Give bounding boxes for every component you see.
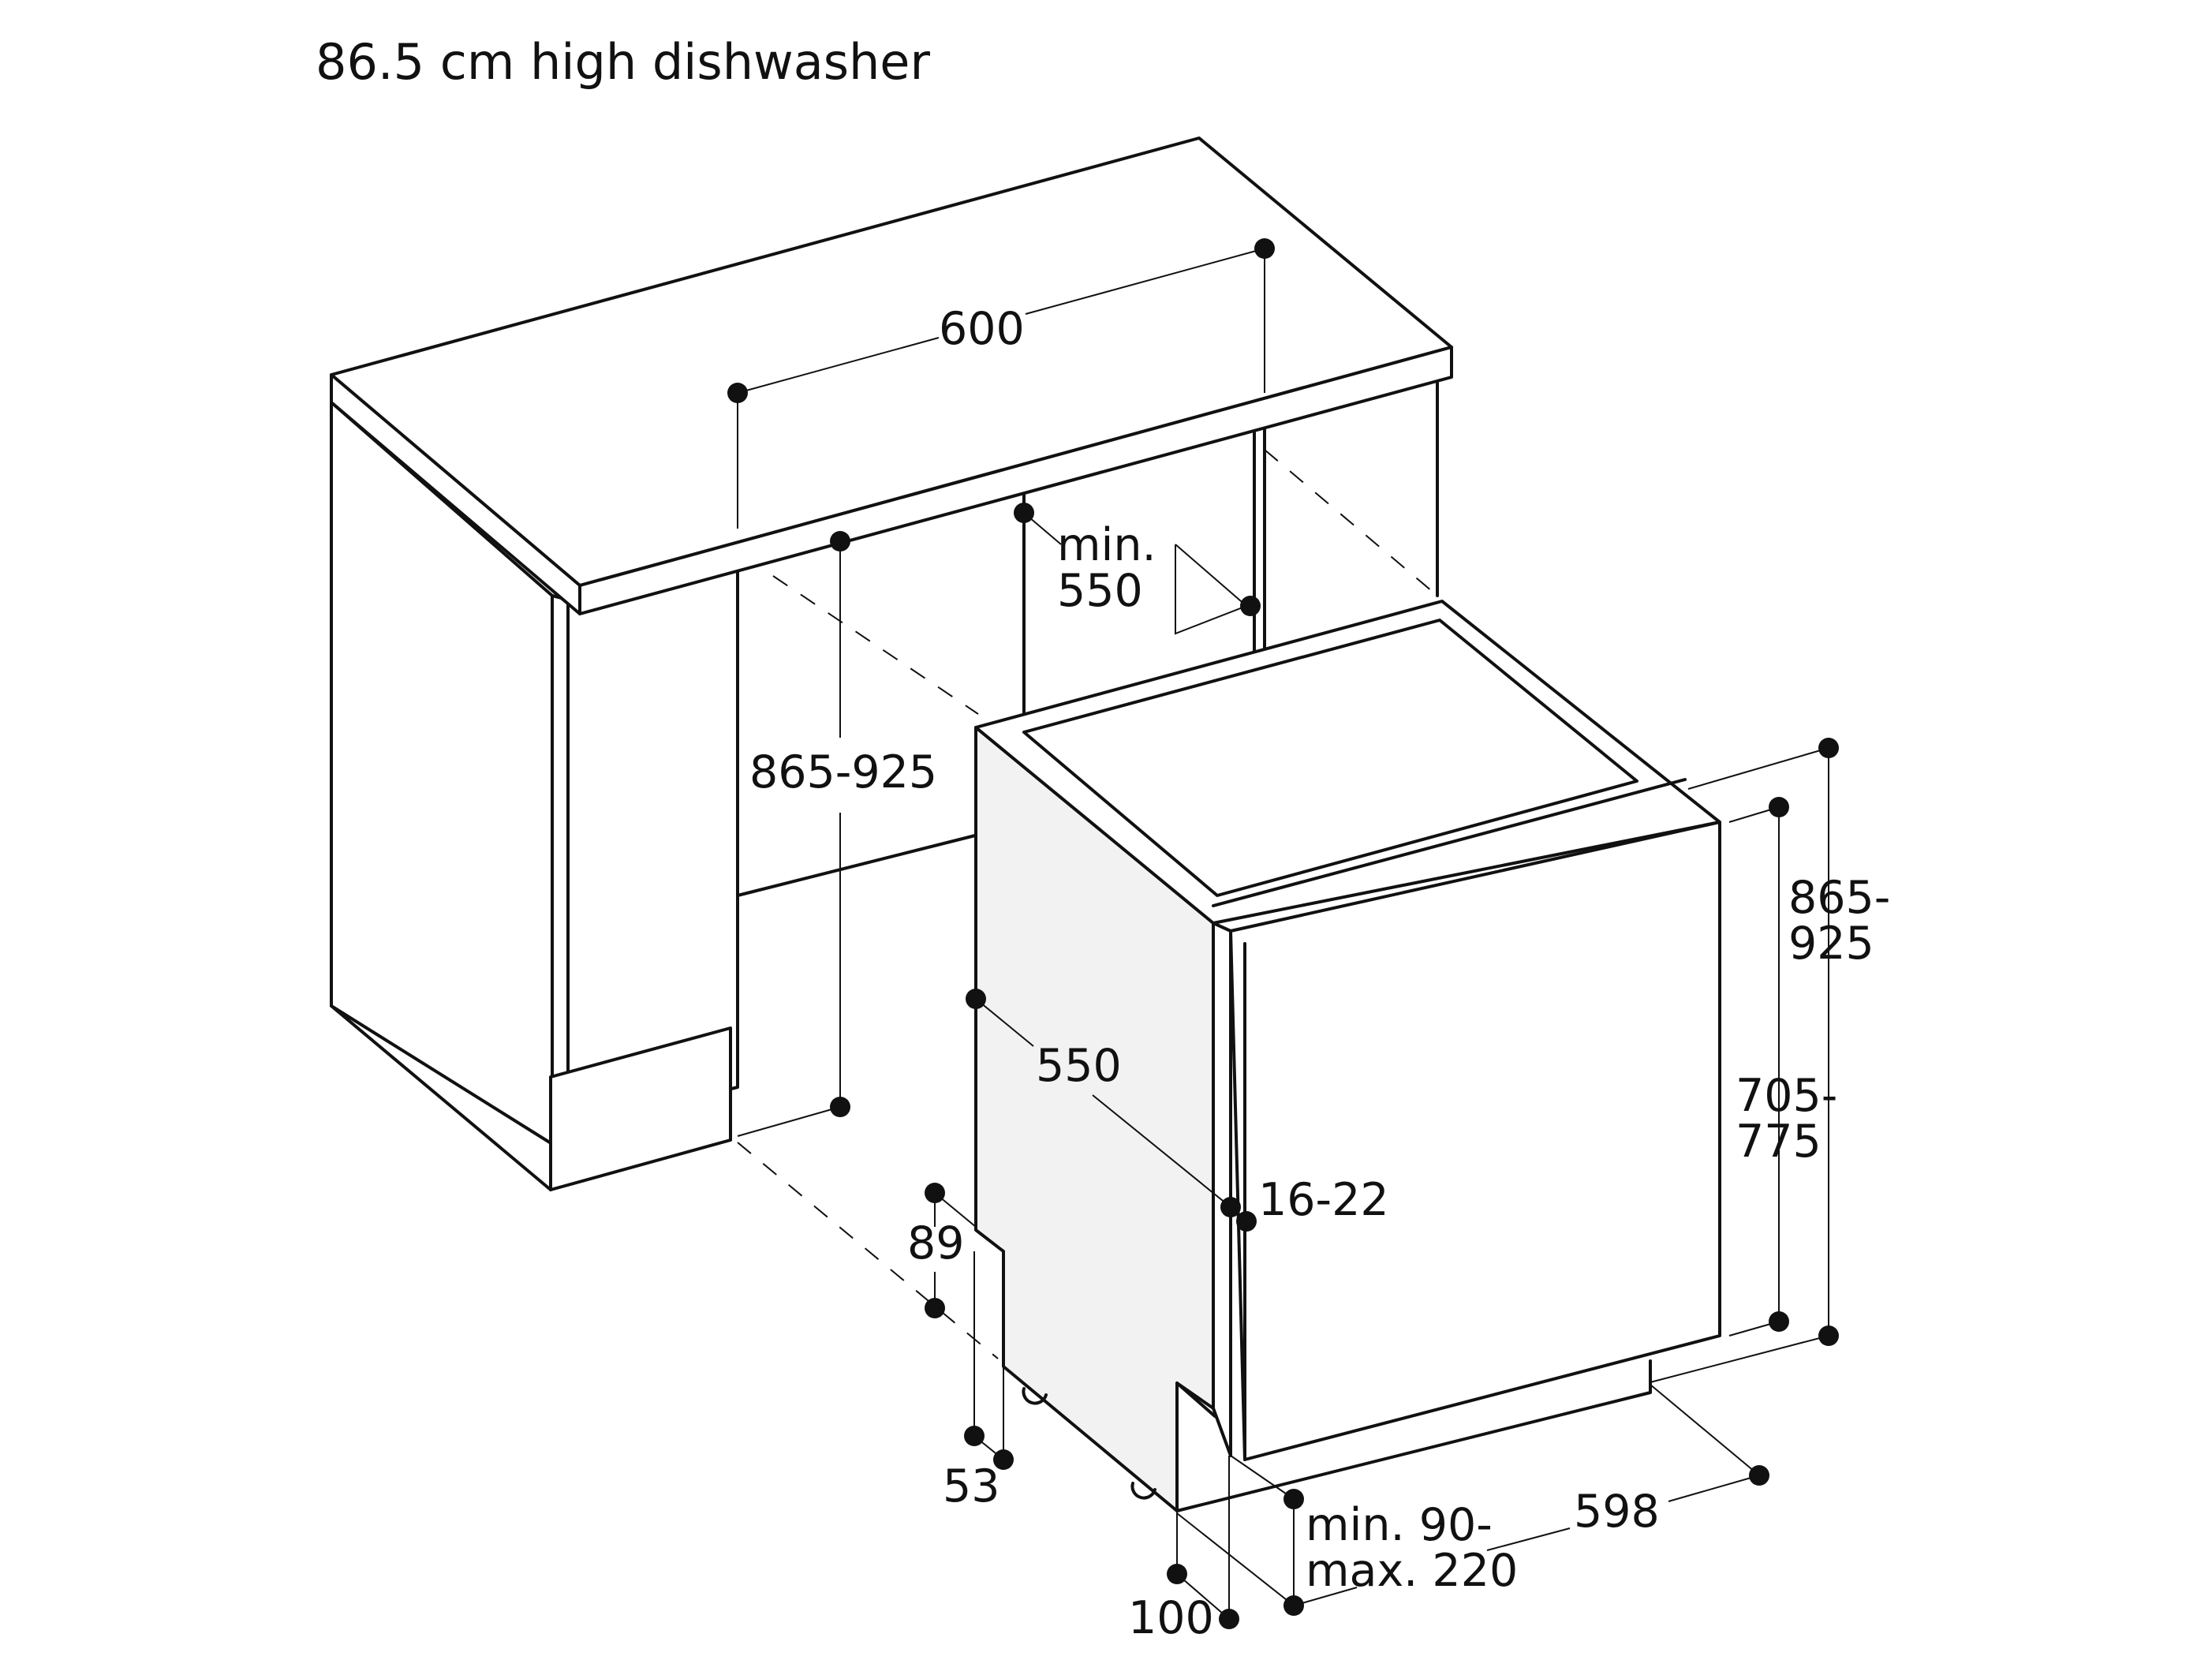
cabinet-base-edge — [330, 1004, 552, 1191]
ext-line-niche-height — [737, 1106, 841, 1137]
ext-line-100 — [1176, 1573, 1230, 1620]
dim-line-depth-a — [975, 998, 1034, 1047]
dimension-lines — [727, 238, 1839, 1629]
dim-dot — [964, 1426, 985, 1446]
dim-dot — [1818, 738, 1839, 758]
plinth-notch — [1175, 1381, 1216, 1418]
dim-line-600-left — [737, 337, 940, 394]
label-foot-offset: 53 — [943, 1460, 1000, 1512]
dishwasher — [974, 600, 1721, 1512]
dim-dot — [1283, 1489, 1304, 1509]
label-appliance-height-line2: 775 — [1736, 1116, 1822, 1168]
dishwasher-base-front — [1175, 1359, 1652, 1512]
dim-dot — [1240, 596, 1261, 616]
ext-line-598-right — [1650, 1384, 1760, 1476]
cabinet-front-edge — [551, 594, 570, 1146]
cabinet-plinth — [549, 1026, 732, 1191]
dim-line-depth-b — [1092, 1094, 1231, 1208]
dim-dot — [925, 1298, 945, 1318]
hidden-line-niche-top — [772, 575, 979, 715]
label-plinth-line2: max. 220 — [1306, 1545, 1518, 1597]
dimension-labels: 600 min. 550 865-925 550 16-22 865- 925 … — [749, 303, 1890, 1644]
dim-dot — [1769, 1311, 1789, 1332]
worktop-front-edge — [578, 346, 1453, 615]
dim-dot — [966, 989, 986, 1009]
hidden-line-niche-floor — [737, 1142, 999, 1359]
page-title: 86.5 cm high dishwasher — [316, 33, 930, 91]
label-total-height-line2: 925 — [1788, 918, 1874, 970]
ext-line-plinth-top — [1230, 1455, 1295, 1500]
ext-line-total-bottom — [1650, 1335, 1829, 1383]
label-plinth-depth: 100 — [1128, 1592, 1214, 1644]
hidden-line-niche-right — [1264, 449, 1438, 596]
dim-dot — [1749, 1465, 1769, 1486]
dim-dot — [830, 1097, 850, 1117]
label-appliance-width: 598 — [1574, 1486, 1660, 1538]
kitchen-cabinet — [330, 136, 1453, 1359]
dim-dot — [727, 383, 748, 403]
dim-dot — [1014, 503, 1034, 523]
dim-line-min550-b — [1175, 544, 1248, 635]
dim-dot — [1167, 1564, 1187, 1584]
dim-line-598-left — [1293, 1587, 1358, 1606]
ext-line-plinth-bottom — [1176, 1512, 1295, 1606]
foot-rear — [1022, 1387, 1048, 1405]
foot-front — [1130, 1482, 1156, 1500]
dim-line-600-right — [1025, 248, 1265, 315]
dim-dot — [1236, 1211, 1257, 1232]
dim-dot — [1219, 1609, 1239, 1629]
label-niche-depth-line1: min. — [1057, 519, 1156, 571]
dishwasher-top-front-lip — [1212, 778, 1687, 907]
dim-dot — [925, 1183, 945, 1203]
label-appliance-height-line1: 705- — [1736, 1070, 1837, 1122]
ext-line-total-top — [1687, 747, 1829, 790]
dim-dot — [1254, 238, 1275, 259]
label-foot-height: 89 — [907, 1217, 965, 1269]
label-niche-width: 600 — [939, 303, 1025, 355]
dishwasher-top-inset — [1022, 619, 1638, 897]
dim-dot — [1769, 797, 1789, 817]
label-plinth-line1: min. 90- — [1306, 1499, 1493, 1551]
label-niche-depth-line2: 550 — [1057, 565, 1143, 617]
dishwasher-door — [1229, 821, 1721, 1461]
dim-line-598-mid — [1486, 1527, 1571, 1551]
label-total-height-line1: 865- — [1788, 872, 1890, 924]
label-niche-height: 865-925 — [749, 746, 937, 798]
dim-dot — [1220, 1197, 1241, 1217]
label-appliance-depth: 550 — [1036, 1040, 1122, 1092]
door-edge-strip — [1212, 922, 1232, 1457]
dim-dot — [830, 531, 850, 551]
niche-back-base — [736, 833, 980, 897]
dim-line-598-right — [1668, 1475, 1760, 1502]
dim-dot — [993, 1449, 1014, 1470]
dim-dot — [1818, 1325, 1839, 1346]
label-door-thickness: 16-22 — [1258, 1174, 1389, 1226]
